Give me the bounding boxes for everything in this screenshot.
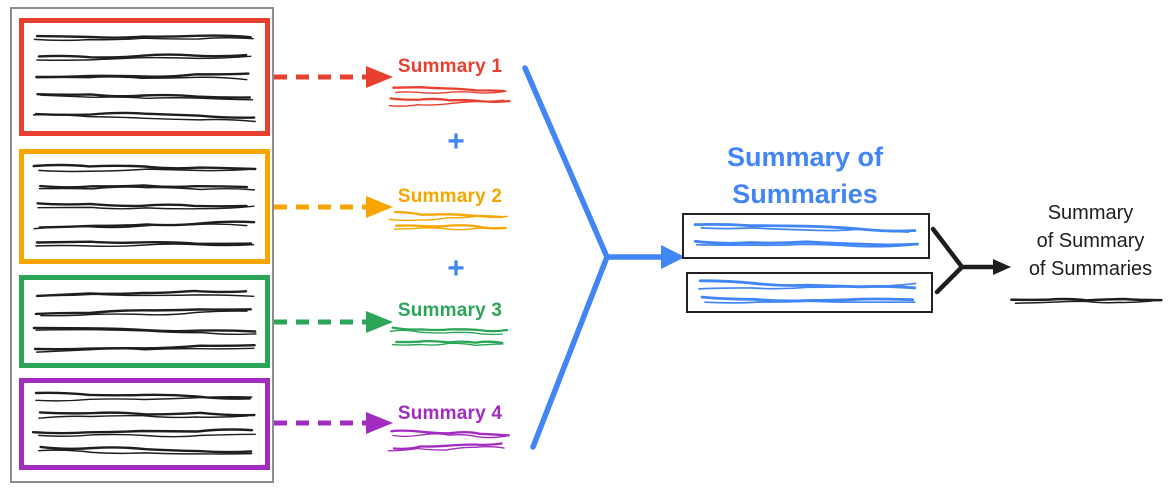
summary-of-summaries-title-line1: Summary of — [726, 142, 884, 172]
dashed-arrow-chunk3-icon — [274, 311, 393, 333]
final-summary-label: Summary of Summary of Summaries — [1013, 199, 1168, 283]
final-summary-scribble-line — [1010, 297, 1163, 304]
sos-box1-scribble-lines — [693, 223, 919, 248]
plus-sign-1: + — [447, 125, 465, 158]
chunk-3-scribble-lines — [32, 289, 257, 353]
merge-arrow-black-icon — [930, 226, 1011, 295]
summary-of-summaries-box-1 — [682, 213, 930, 259]
chunk-4-scribble-lines — [31, 391, 257, 455]
dashed-arrow-chunk1-icon — [274, 66, 393, 88]
summary-4-scribble-lines — [387, 429, 510, 452]
sos-box2-scribble-lines — [697, 278, 916, 304]
summary-4-label: Summary 4 — [397, 403, 503, 424]
dashed-arrow-chunk2-icon — [274, 196, 393, 218]
summary-of-summaries-title-line2: Summaries — [732, 179, 878, 209]
document-chunk-3 — [19, 275, 270, 368]
plus-sign-2: + — [447, 252, 465, 285]
dashed-arrow-chunk4-icon — [274, 412, 393, 434]
chunk-2-scribble-lines — [32, 163, 257, 248]
summary-3-label: Summary 3 — [397, 300, 503, 321]
summary-of-summaries-title: Summary of Summaries — [680, 139, 930, 213]
document-chunk-1 — [19, 18, 270, 136]
merge-arrow-blue-icon — [522, 65, 685, 450]
summary-of-summaries-box-2 — [686, 272, 933, 313]
summary-1-scribble-lines — [388, 86, 511, 107]
summary-1-label: Summary 1 — [397, 56, 503, 77]
summary-2-scribble-lines — [388, 211, 508, 231]
final-summary-line1: Summary — [1047, 202, 1134, 224]
final-summary-line3: of Summaries — [1028, 258, 1153, 280]
final-summary-line2: of Summary — [1036, 230, 1145, 252]
summary-3-scribble-lines — [389, 326, 509, 346]
document-chunk-4 — [19, 378, 270, 470]
summary-2-label: Summary 2 — [397, 186, 503, 207]
document-chunk-2 — [19, 149, 270, 264]
chunk-1-scribble-lines — [32, 34, 256, 123]
